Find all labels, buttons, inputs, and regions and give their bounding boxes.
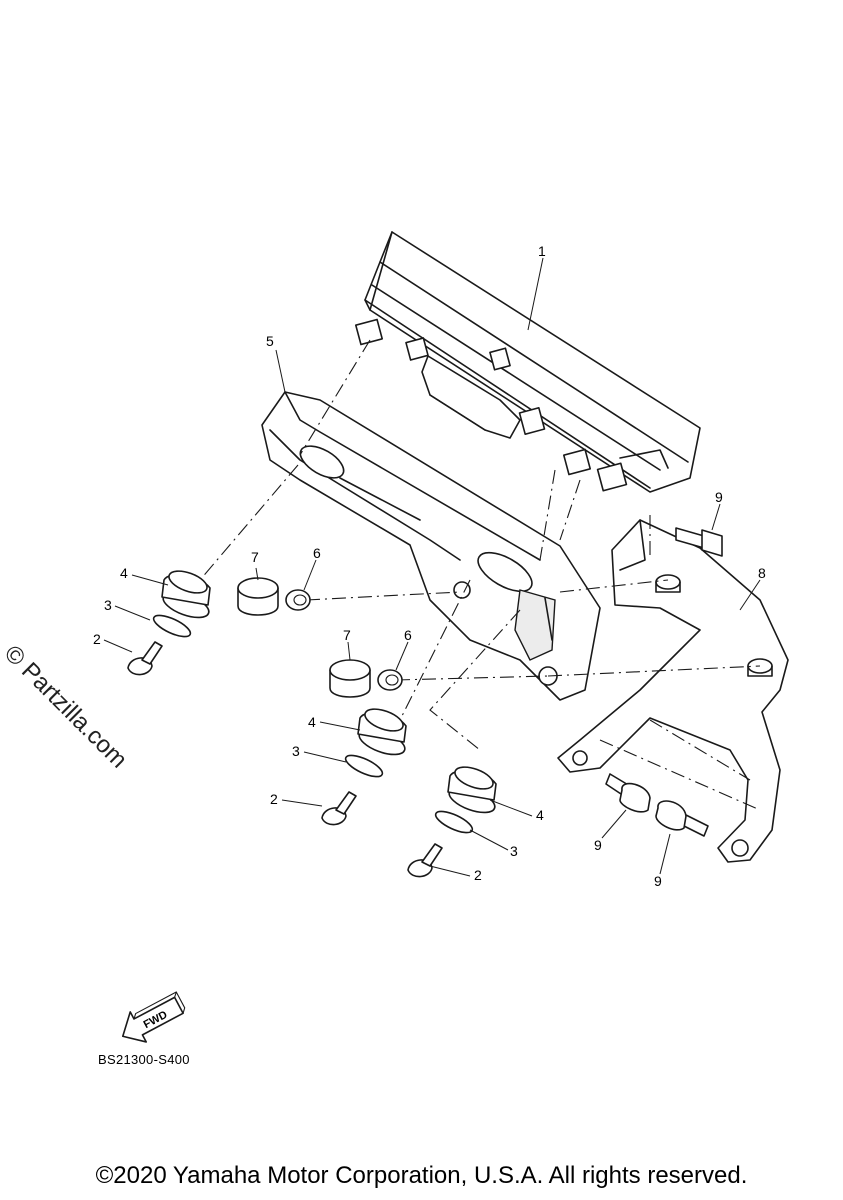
callout-3-upper: 3 <box>104 597 112 613</box>
washer-part-3 <box>152 614 474 834</box>
fwd-arrow-icon: FWD <box>121 991 186 1043</box>
callout-6-lower: 6 <box>404 627 412 643</box>
callout-2-middle: 2 <box>270 791 278 807</box>
callout-9-top: 9 <box>715 489 723 505</box>
callout-7-lower: 7 <box>343 627 351 643</box>
callout-8: 8 <box>758 565 766 581</box>
callout-numbers: 1 5 4 3 2 7 6 7 6 4 3 2 4 3 2 8 9 9 9 <box>93 243 766 889</box>
callout-5: 5 <box>266 333 274 349</box>
assembly-centerlines <box>199 339 761 811</box>
drawing-code: BS21300-S400 <box>98 1052 190 1067</box>
callout-4-lower: 4 <box>536 807 544 823</box>
callout-1: 1 <box>538 243 546 259</box>
callout-7-upper: 7 <box>251 549 259 565</box>
callout-3-middle: 3 <box>292 743 300 759</box>
bushing-part-6 <box>285 589 403 691</box>
callout-2-upper: 2 <box>93 631 101 647</box>
meter-assembly-part-1 <box>354 231 701 493</box>
grommet-part-4-middle <box>357 708 407 756</box>
callout-6-upper: 6 <box>313 545 321 561</box>
grommet-part-4-upper <box>161 570 211 619</box>
callout-3-lower: 3 <box>510 843 518 859</box>
callout-leaders <box>103 257 761 877</box>
callout-4-upper: 4 <box>120 565 128 581</box>
callout-2-lower: 2 <box>474 867 482 883</box>
screw-part-2 <box>127 641 443 878</box>
bolt-part-9 <box>605 527 723 837</box>
callout-9-right: 9 <box>654 873 662 889</box>
collar-part-7 <box>237 577 371 698</box>
meter-case-part-5 <box>261 391 601 701</box>
callout-4-middle: 4 <box>308 714 316 730</box>
callout-9-left: 9 <box>594 837 602 853</box>
grommet-part-4-lower <box>447 766 497 814</box>
copyright-footer: ©2020 Yamaha Motor Corporation, U.S.A. A… <box>95 1162 748 1189</box>
